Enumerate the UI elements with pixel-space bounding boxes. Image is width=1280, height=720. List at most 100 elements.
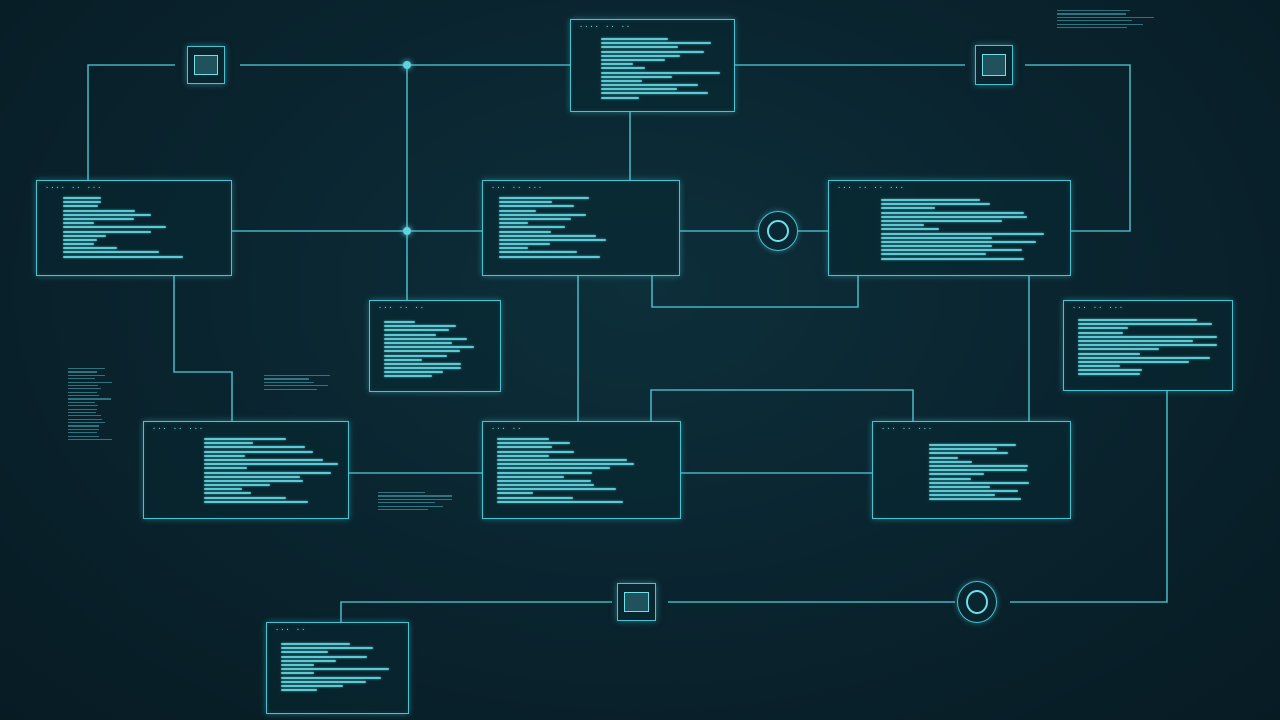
code-line bbox=[497, 496, 573, 499]
code-line bbox=[499, 230, 551, 233]
node-title: ··· ·· bbox=[491, 425, 523, 433]
node-title: ···· ·· ··· bbox=[45, 184, 103, 192]
code-line bbox=[497, 442, 570, 445]
code-line bbox=[497, 488, 616, 491]
code-block bbox=[601, 38, 721, 101]
code-line bbox=[264, 378, 309, 380]
code-line bbox=[281, 676, 382, 679]
code-line bbox=[499, 222, 528, 225]
junction-dot-middle bbox=[403, 227, 411, 235]
code-line bbox=[384, 321, 415, 323]
code-line bbox=[929, 444, 1016, 446]
node-right[interactable]: ··· ·· ·· ··· bbox=[828, 180, 1071, 276]
background-text-block bbox=[1057, 10, 1157, 30]
code-line bbox=[63, 197, 102, 199]
code-line bbox=[68, 418, 103, 420]
node-left[interactable]: ···· ·· ··· bbox=[36, 180, 232, 276]
cycle-icon[interactable] bbox=[957, 581, 997, 623]
code-line bbox=[881, 215, 1028, 218]
code-line bbox=[1078, 352, 1140, 355]
code-line bbox=[1078, 369, 1143, 372]
code-line bbox=[601, 42, 712, 45]
code-line bbox=[281, 672, 314, 675]
code-line bbox=[601, 84, 699, 87]
code-line bbox=[63, 205, 98, 208]
code-line bbox=[1078, 319, 1197, 321]
code-line bbox=[68, 395, 100, 397]
code-line bbox=[497, 454, 549, 457]
code-line bbox=[204, 488, 242, 491]
code-line bbox=[929, 456, 958, 459]
code-line bbox=[497, 458, 628, 461]
code-line bbox=[497, 479, 591, 482]
code-line bbox=[881, 249, 1023, 252]
code-line bbox=[384, 362, 461, 365]
code-line bbox=[497, 467, 611, 470]
code-line bbox=[63, 247, 117, 250]
code-line bbox=[63, 234, 107, 237]
junction-dot-top bbox=[403, 61, 411, 69]
node-title: ···· ·· ·· bbox=[579, 23, 632, 31]
code-line bbox=[63, 201, 102, 204]
code-line bbox=[204, 492, 252, 495]
code-line bbox=[497, 492, 534, 495]
code-line bbox=[68, 415, 102, 417]
code-line bbox=[881, 199, 980, 201]
code-line bbox=[881, 219, 1002, 222]
monitor-icon[interactable] bbox=[187, 46, 225, 84]
node-far-right[interactable]: ··· ·· ··· bbox=[1063, 300, 1233, 391]
code-line bbox=[378, 492, 426, 494]
node-title: ··· ·· bbox=[275, 626, 307, 634]
monitor-icon[interactable] bbox=[617, 583, 656, 621]
code-line bbox=[378, 495, 453, 497]
code-line bbox=[929, 473, 984, 476]
code-line bbox=[929, 477, 971, 480]
code-line bbox=[1057, 26, 1127, 29]
node-mid-small[interactable]: ··· ·· ·· bbox=[369, 300, 501, 392]
node-title: ··· ·· ··· bbox=[881, 425, 934, 433]
code-line bbox=[204, 496, 287, 499]
code-line bbox=[384, 371, 443, 374]
code-line bbox=[601, 50, 705, 53]
code-line bbox=[1057, 10, 1130, 12]
code-line bbox=[499, 238, 606, 241]
code-line bbox=[601, 71, 720, 74]
code-line bbox=[204, 467, 248, 470]
code-line bbox=[204, 463, 338, 466]
code-line bbox=[601, 46, 678, 49]
code-block bbox=[204, 438, 339, 505]
code-line bbox=[601, 88, 677, 91]
code-line bbox=[1078, 373, 1140, 376]
code-line bbox=[497, 471, 593, 474]
code-line bbox=[264, 385, 329, 387]
code-line bbox=[68, 432, 98, 434]
code-block bbox=[281, 643, 391, 693]
code-line bbox=[63, 255, 183, 258]
code-line bbox=[499, 205, 574, 208]
node-center[interactable]: ··· ·· ··· bbox=[482, 180, 680, 276]
code-line bbox=[384, 337, 467, 340]
code-line bbox=[384, 325, 456, 328]
code-line bbox=[63, 243, 95, 246]
node-bottom-center[interactable]: ··· ·· bbox=[482, 421, 681, 519]
code-line bbox=[601, 54, 681, 57]
code-line bbox=[281, 651, 329, 654]
cycle-icon[interactable] bbox=[758, 211, 798, 251]
node-bottom-right[interactable]: ··· ·· ··· bbox=[872, 421, 1071, 519]
code-line bbox=[68, 388, 101, 390]
node-top-center[interactable]: ···· ·· ·· bbox=[570, 19, 735, 112]
code-line bbox=[497, 500, 623, 503]
code-line bbox=[497, 438, 549, 440]
code-line bbox=[881, 236, 992, 239]
node-bottom-left[interactable]: ··· ·· ··· bbox=[143, 421, 349, 519]
code-block bbox=[1078, 319, 1218, 378]
monitor-icon[interactable] bbox=[975, 45, 1013, 85]
code-line bbox=[929, 464, 1028, 467]
code-line bbox=[68, 422, 106, 424]
code-line bbox=[378, 502, 435, 504]
code-block bbox=[499, 197, 609, 260]
node-footer[interactable]: ··· ·· bbox=[266, 622, 409, 714]
code-block bbox=[881, 199, 1051, 262]
code-line bbox=[378, 505, 444, 507]
